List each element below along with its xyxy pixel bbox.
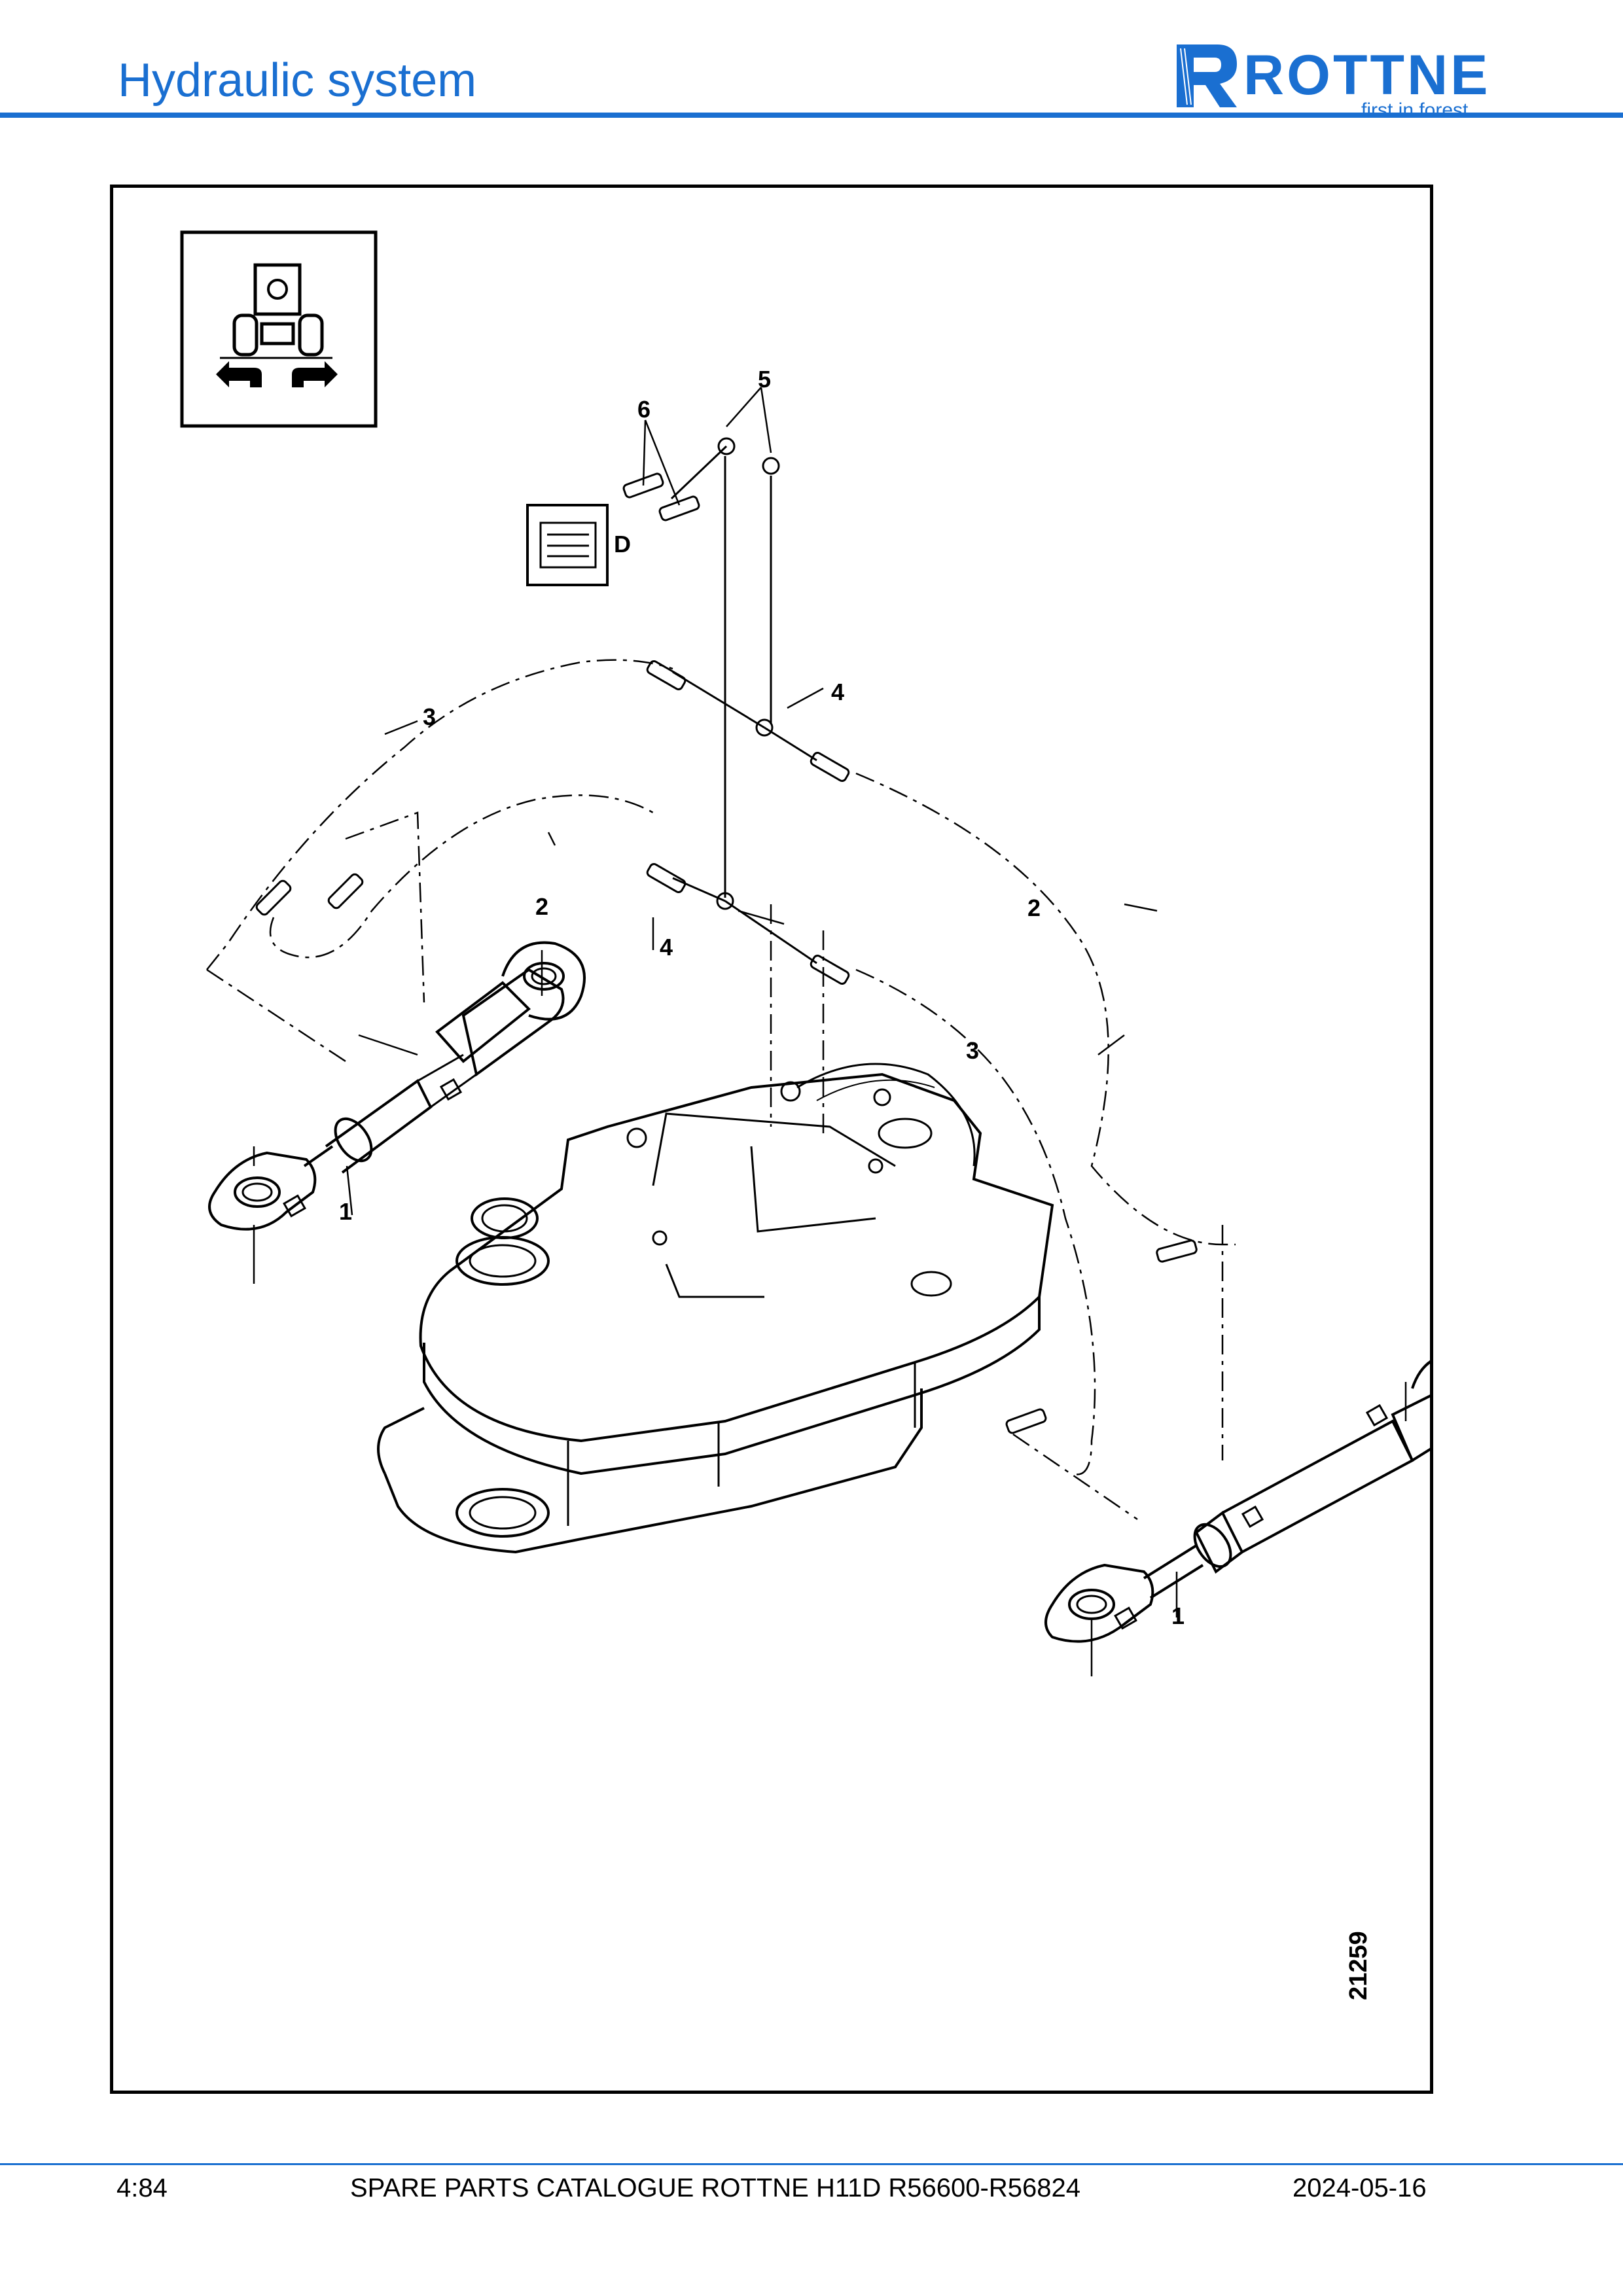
section-d-icon	[526, 504, 609, 586]
publication-date: 2024-05-16	[1293, 2174, 1427, 2202]
hose-fittings	[255, 437, 1198, 1434]
steering-symbol-icon	[180, 230, 378, 428]
left-steering-cylinder	[208, 941, 586, 1231]
callout-3-lower: 3	[966, 1037, 979, 1064]
logo-wordmark: ROTTNE	[1243, 44, 1491, 107]
header-rule	[0, 113, 1623, 118]
right-steering-cylinder	[1044, 1358, 1433, 1643]
center-frame	[377, 1063, 1054, 1554]
callout-6: 6	[637, 396, 651, 423]
rottne-emblem-icon	[1177, 44, 1237, 107]
footer-rule	[0, 2163, 1623, 2165]
drawing-number: 21259	[1345, 1931, 1372, 2000]
page-number: 4:84	[116, 2174, 168, 2202]
leader-lines	[253, 387, 1407, 1676]
logo-tagline: first in forest	[1361, 99, 1469, 121]
callout-4-lower: 4	[660, 934, 673, 961]
callout-2-upper: 2	[535, 893, 548, 920]
section-label: D	[614, 531, 631, 557]
callout-5: 5	[758, 366, 771, 393]
exploded-parts-diagram: D	[180, 230, 1433, 2000]
hose-lines	[206, 659, 1236, 1521]
callout-1-left: 1	[339, 1198, 352, 1225]
drawing-frame	[110, 185, 1433, 2094]
catalogue-title: SPARE PARTS CATALOGUE ROTTNE H11D R56600…	[350, 2174, 1080, 2202]
page-title: Hydraulic system	[118, 54, 477, 107]
callout-4-upper: 4	[831, 679, 844, 705]
callout-1-right: 1	[1171, 1602, 1185, 1629]
rottne-logo: ROTTNE first in forest	[1171, 39, 1518, 121]
callout-3-upper: 3	[423, 703, 436, 730]
callout-2-right: 2	[1027, 894, 1041, 921]
